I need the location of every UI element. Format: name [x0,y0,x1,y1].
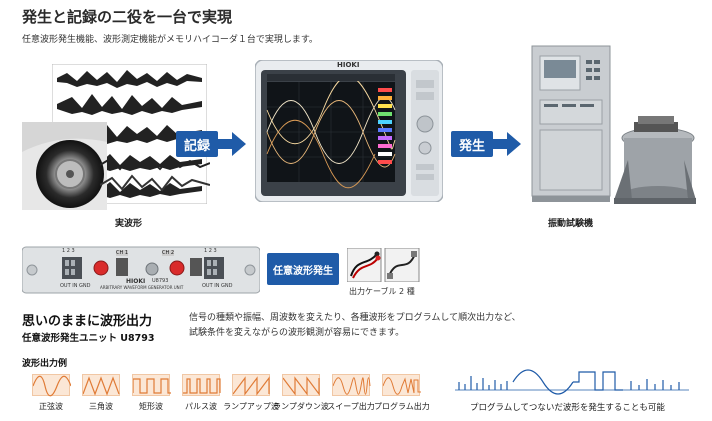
arbitrary-waveform-badge: 任意波形発生 [267,253,339,285]
wave-label-ramp-up: ランプアップ波 [223,402,279,411]
panel-out-right: OUT IN GND [202,283,233,289]
pulse-wave-icon [182,374,221,396]
product-name: 任意波形発生ユニット U8793 [22,333,155,344]
cable-images [346,247,421,283]
real-waveform-caption: 実波形 [115,219,143,229]
program-wave-icon [382,374,421,396]
wave-label-program: プログラム出力 [374,402,430,411]
panel-pins-right: 1 2 3 [204,248,217,254]
triangle-wave-icon [82,374,120,396]
wave-label-square: 矩形波 [139,402,163,411]
wave-label-triangle: 三角波 [89,402,113,411]
page-subtitle: 任意波形発生機能、波形測定機能がメモリハイコーダ１台で実現します。 [22,35,318,45]
examples-heading: 波形出力例 [22,359,68,369]
ramp-down-wave-icon [282,374,320,396]
panel-pins-left: 1 2 3 [62,248,75,254]
device-brand: HIOKI [337,61,360,69]
wave-label-sweep: スイープ出力 [327,402,375,411]
panel-description: ARBITRARY WAVEFORM GENERATOR UNIT [100,285,184,290]
program-composite-waveform [455,366,689,396]
vibration-tester-caption: 振動試験機 [548,219,594,229]
panel-out-left: OUT IN GND [60,283,91,289]
waveform-examples: 正弦波 三角波 矩形波 パルス波 ランプアップ波 ランプダウン波 スイープ出力 … [32,374,442,418]
sweep-wave-icon [332,374,371,396]
generate-label: 発生 [451,131,493,157]
generate-arrow-icon [493,131,523,161]
record-label: 記録 [176,131,218,157]
wave-label-ramp-down: ランプダウン波 [273,402,329,411]
vibration-tester-image [530,40,698,222]
sine-wave-icon [32,374,72,397]
wave-label-sine: 正弦波 [39,402,63,411]
panel-model: U8793 [152,278,169,284]
memory-hicorder-device: HIOKI [254,59,444,203]
panel-brand: HIOKI [126,278,146,285]
section-heading: 思いのままに波形出力 [22,314,153,329]
wave-label-pulse: パルス波 [185,402,217,411]
cable-caption: 出力ケーブル 2 種 [349,287,415,296]
section-desc-line1: 信号の種類や振幅、周波数を変えたり、各種波形をプログラムして順次出力など、 [189,313,521,323]
panel-ch2-label: CH 2 [162,250,175,256]
signal-trail-graphic [99,145,211,205]
section-desc-line2: 試験条件を変えながらの波形観測が容易にできます。 [189,328,405,338]
panel-ch1-label: CH 1 [116,250,129,256]
record-arrow-icon [218,131,248,161]
page-title: 発生と記録の二役を一台で実現 [22,8,233,26]
program-caption: プログラムしてつないだ波形を発生することも可能 [470,403,665,413]
square-wave-icon [132,374,171,396]
ramp-up-wave-icon [232,374,270,396]
u8793-front-panel: 1 2 3 1 2 3 CH 1 CH 2 HIOKI U8793 ARBITR… [21,245,261,295]
car-wheel-photo [22,122,107,210]
